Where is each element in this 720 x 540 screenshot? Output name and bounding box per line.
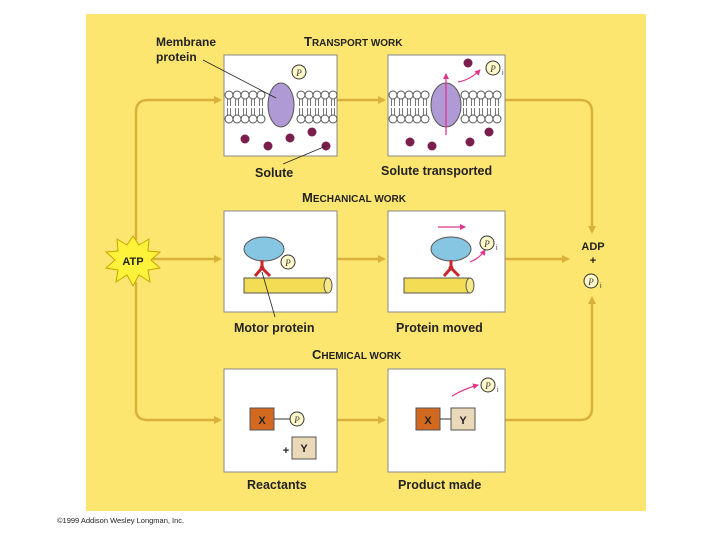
svg-text:P: P [483,239,490,249]
mechanical-panel-after [387,210,506,313]
transport-work-title: TRANSPORT WORK [304,34,403,49]
reactant-y-label: Y [300,443,308,455]
chemical-panel-before [223,368,338,473]
motor-linker-joint [259,265,265,271]
adp-label: ADP [581,241,604,253]
svg-text:Membrane: Membrane [156,35,216,49]
phosphate-release-arrow [457,69,481,83]
solute-molecules-left [240,127,331,151]
membrane-protein-label: Membrane protein [156,35,216,64]
atp-burst-icon [104,235,162,288]
svg-text:P: P [295,68,302,78]
phosphate-release-arrow [469,249,486,263]
product-x-label: X [424,415,432,427]
figure-background [86,14,646,511]
reactant-y-box [291,436,317,460]
phosphate-icon: P [289,411,305,427]
product-made-label: Product made [398,478,481,492]
motor-linker-joint-moved [448,265,454,271]
actin-filament-right [403,277,475,294]
chemical-work-title: CHEMICAL WORK [312,347,402,362]
membrane-protein-channel [267,82,295,128]
reactant-plus: + [283,445,289,457]
adp-plus: + [590,255,596,267]
motor-protein-leader [261,271,276,318]
protein-moved-label: Protein moved [396,321,483,335]
copyright-notice: ©1999 Addison Wesley Longman, Inc. [57,516,185,525]
phosphate-icon: P i [583,273,602,290]
reactants-label: Reactants [247,478,307,492]
svg-text:protein: protein [156,50,197,64]
motor-protein-label: Motor protein [234,321,315,335]
reactant-x-label: X [258,415,266,427]
solute-leader [282,145,327,165]
atp-label: ATP [122,256,143,268]
svg-text:P: P [293,415,300,425]
phosphate-released-icon: P i [485,60,504,77]
phosphate-icon: P [291,64,307,80]
phosphate-released-icon: P i [480,377,499,394]
svg-text:P: P [489,64,496,74]
svg-text:i: i [496,245,498,252]
motor-protein-head-moved [430,236,472,262]
svg-text:i: i [502,70,504,77]
svg-text:i: i [600,283,602,290]
phosphate-icon: P [280,254,296,270]
svg-text:P: P [484,381,491,391]
atp-flow-arrows [134,96,596,424]
membrane-protein-leader [202,59,277,99]
mechanical-work-title: MECHANICAL WORK [302,190,407,205]
solute-molecules-right [405,58,494,151]
actin-filament-left [243,277,333,294]
solute-label: Solute [255,166,293,180]
phosphate-release-arrow [451,383,479,397]
motor-protein-head [243,236,285,262]
svg-text:P: P [587,277,594,287]
product-y-box [450,407,476,431]
phosphate-released-icon: P i [479,235,498,252]
svg-text:i: i [497,387,499,394]
solute-transported-label: Solute transported [381,164,492,178]
product-y-label: Y [459,415,467,427]
svg-text:P: P [284,258,291,268]
mechanical-panel-before [223,210,338,313]
